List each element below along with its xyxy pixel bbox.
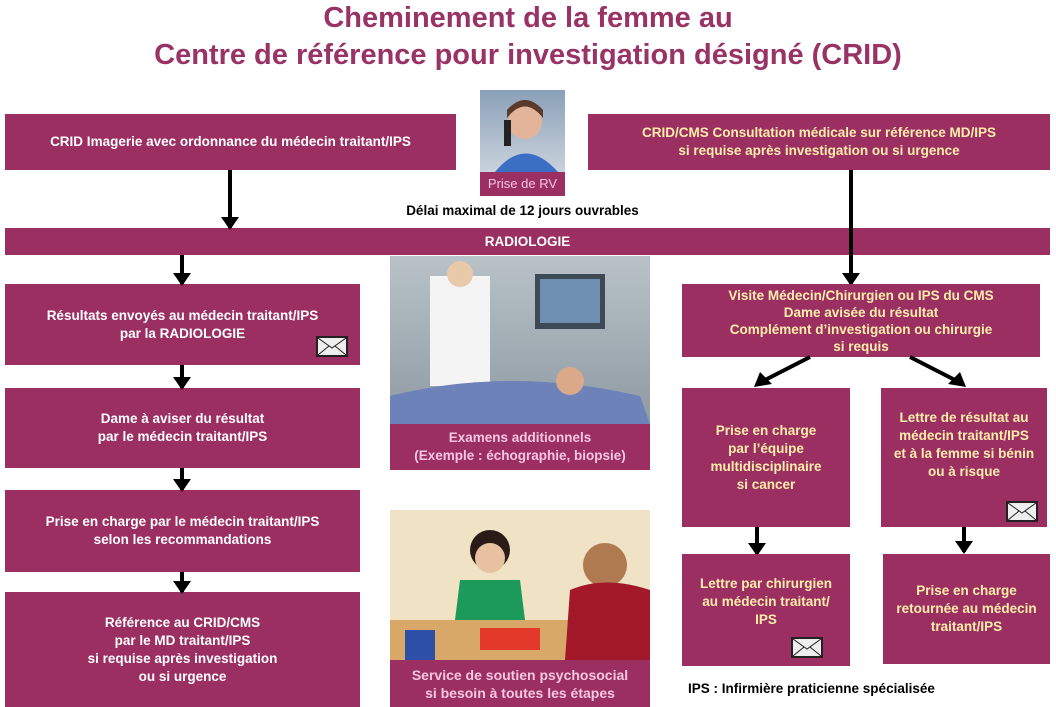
phone-photo [480, 90, 565, 172]
photo-rv-caption: Prise de RV [480, 172, 565, 196]
title-line-1: Cheminement de la femme au [323, 2, 733, 34]
radiology-bar: RADIOLOGIE [5, 228, 1050, 255]
arrow-down [221, 170, 239, 230]
title-line-2: Centre de référence pour investigation d… [154, 39, 902, 71]
envelope-icon [791, 637, 823, 658]
left-step-2: Dame à aviser du résultat par le médecin… [5, 388, 360, 468]
envelope-icon [1006, 501, 1038, 522]
crid-cms-consultation-box: CRID/CMS Consultation médicale sur référ… [588, 114, 1050, 170]
arrow-down [173, 468, 191, 492]
right-cancer-box: Prise en charge par l’équipe multidiscip… [682, 388, 850, 527]
support-caption: Service de soutien psychosocial si besoi… [390, 660, 650, 707]
arrow-down [173, 572, 191, 594]
left-step-3: Prise en charge par le médecin traitant/… [5, 490, 360, 572]
psychosocial-support-photo [390, 510, 650, 660]
ultrasound-exam-photo [390, 256, 650, 424]
crid-imaging-box: CRID Imagerie avec ordonnance du médecin… [5, 114, 456, 170]
right-surgeon-letter-box: Lettre par chirurgien au médecin traitan… [682, 554, 850, 666]
footnote: IPS : Infirmière praticienne spécialisée [688, 681, 935, 696]
arrow-down [173, 255, 191, 286]
right-return-box: Prise en charge retournée au médecin tra… [883, 554, 1050, 664]
arrow-down [748, 527, 766, 556]
envelope-icon [316, 336, 348, 357]
arrow-down [173, 365, 191, 390]
arrow-down [842, 170, 860, 286]
left-step-4: Référence au CRID/CMS par le MD traitant… [5, 592, 360, 707]
left-step-1: Résultats envoyés au médecin traitant/IP… [5, 284, 360, 365]
arrow-down [955, 527, 973, 554]
right-visit-box: Visite Médecin/Chirurgien ou IPS du CMS … [682, 284, 1040, 357]
delay-text: Délai maximal de 12 jours ouvrables [406, 203, 639, 218]
exam-caption: Examens additionnels (Exemple : échograp… [390, 424, 650, 470]
branch-arrows [754, 355, 966, 387]
